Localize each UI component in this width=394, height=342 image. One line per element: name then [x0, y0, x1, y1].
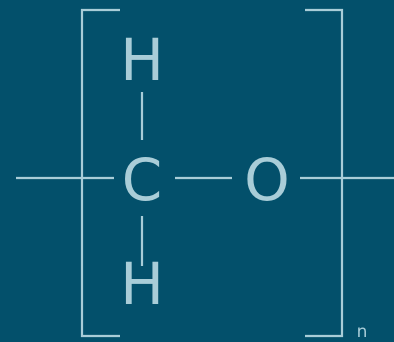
- atom-top-hydrogen: H: [120, 26, 164, 94]
- right-bracket: [305, 8, 344, 338]
- repeat-subscript: n: [357, 322, 368, 342]
- atom-carbon: C: [122, 146, 163, 214]
- left-bracket: [80, 8, 120, 338]
- atom-bottom-hydrogen: H: [120, 250, 164, 318]
- atom-oxygen: O: [244, 146, 290, 214]
